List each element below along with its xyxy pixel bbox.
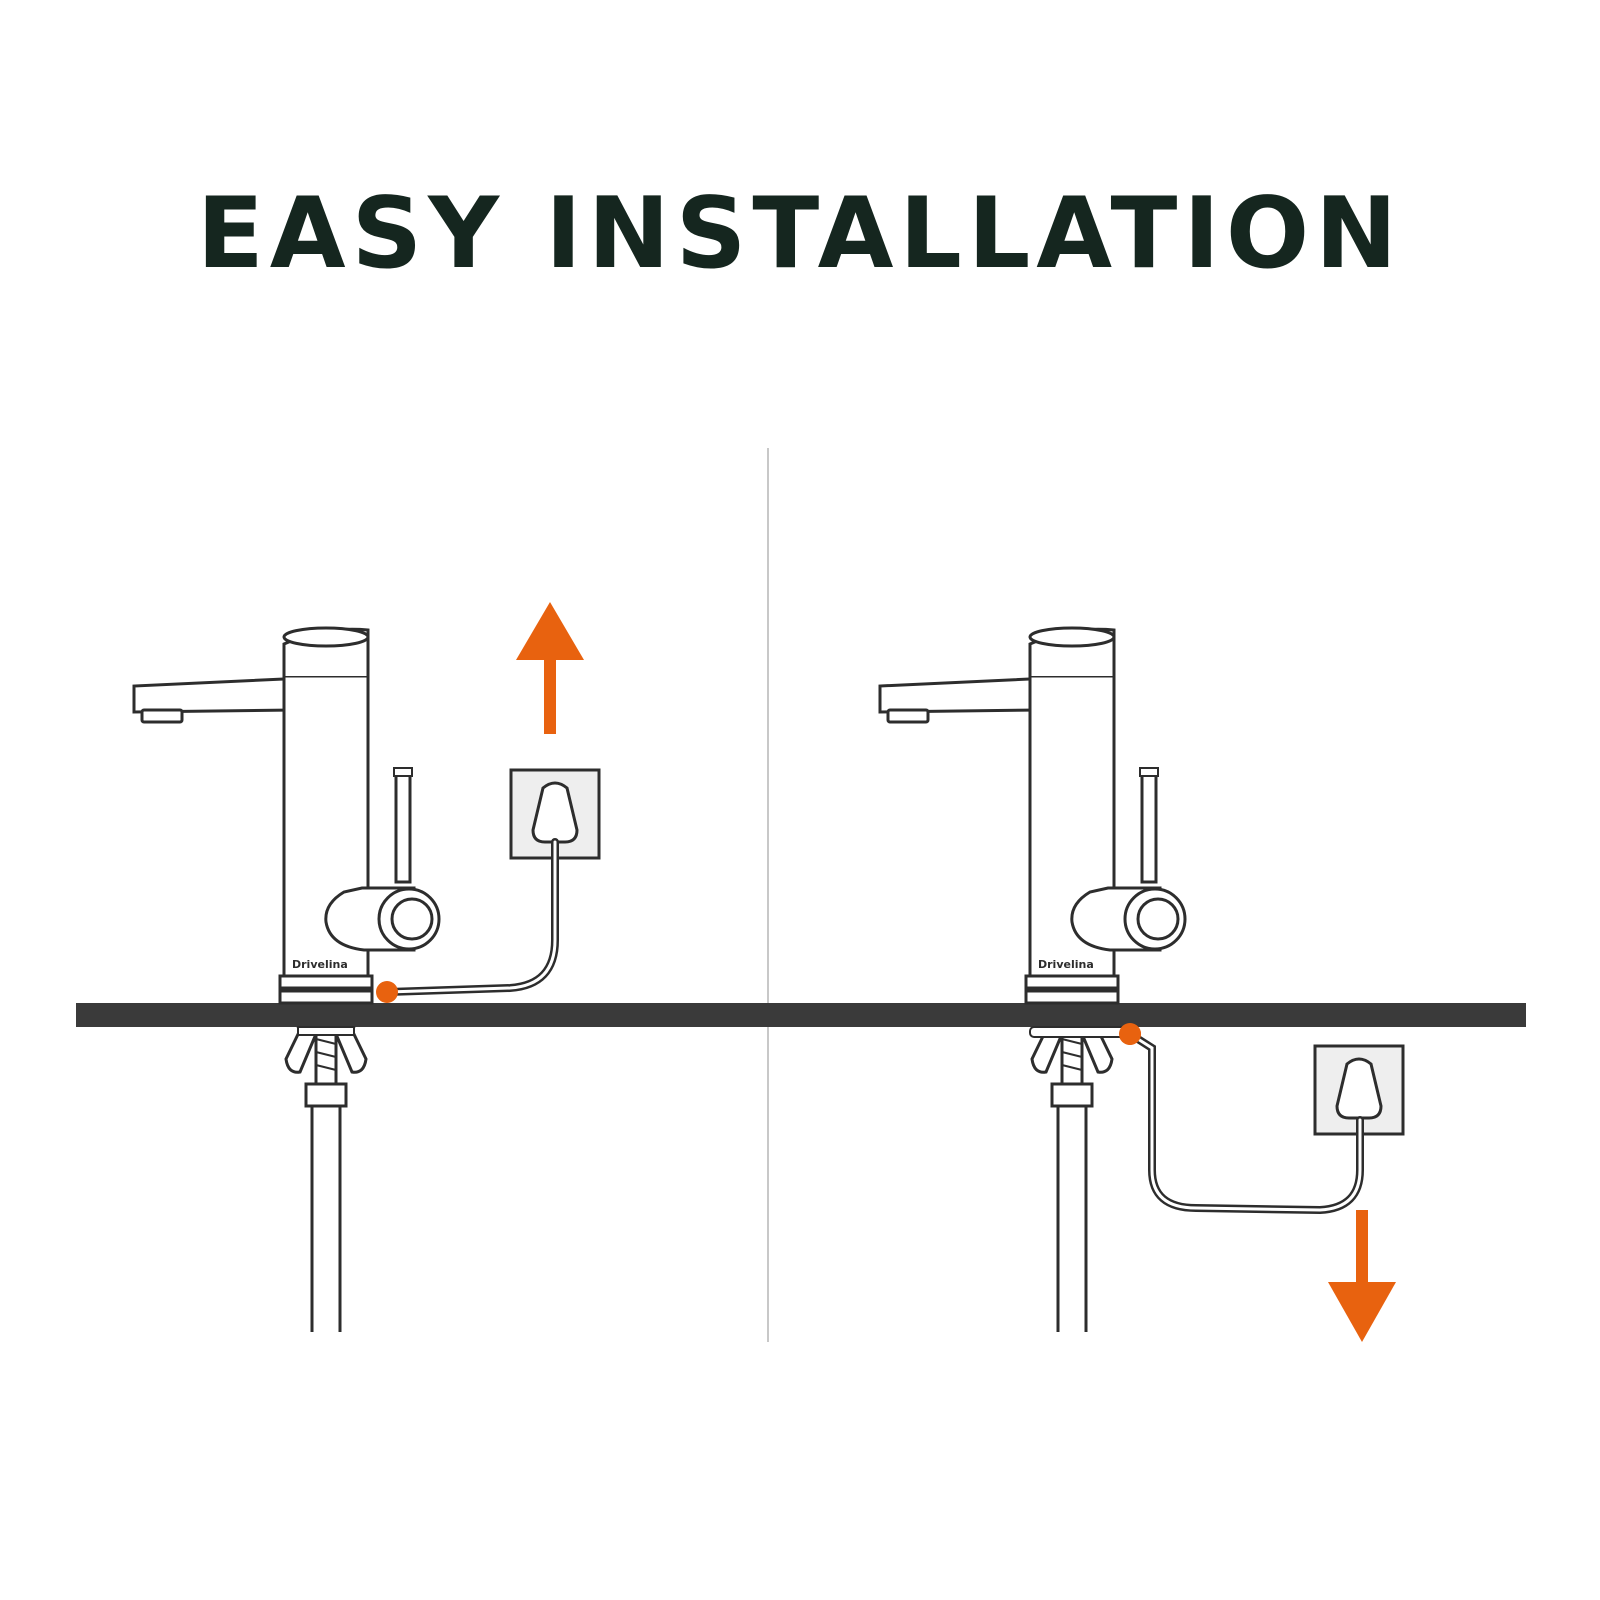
countertop: [76, 1003, 1526, 1027]
arrow-up-icon: [516, 602, 584, 734]
arrow-down-icon: [1328, 1210, 1396, 1342]
panel-above-counter: Drivelina: [132, 602, 601, 1334]
faucet-left: [132, 626, 441, 1334]
faucet-right: [878, 626, 1187, 1334]
brand-label-right: Drivelina: [1038, 958, 1094, 971]
connection-point-left: [376, 981, 398, 1003]
panel-below-counter: Drivelina: [878, 626, 1405, 1342]
page-title: EASY INSTALLATION: [196, 177, 1404, 291]
brand-label-left: Drivelina: [292, 958, 348, 971]
